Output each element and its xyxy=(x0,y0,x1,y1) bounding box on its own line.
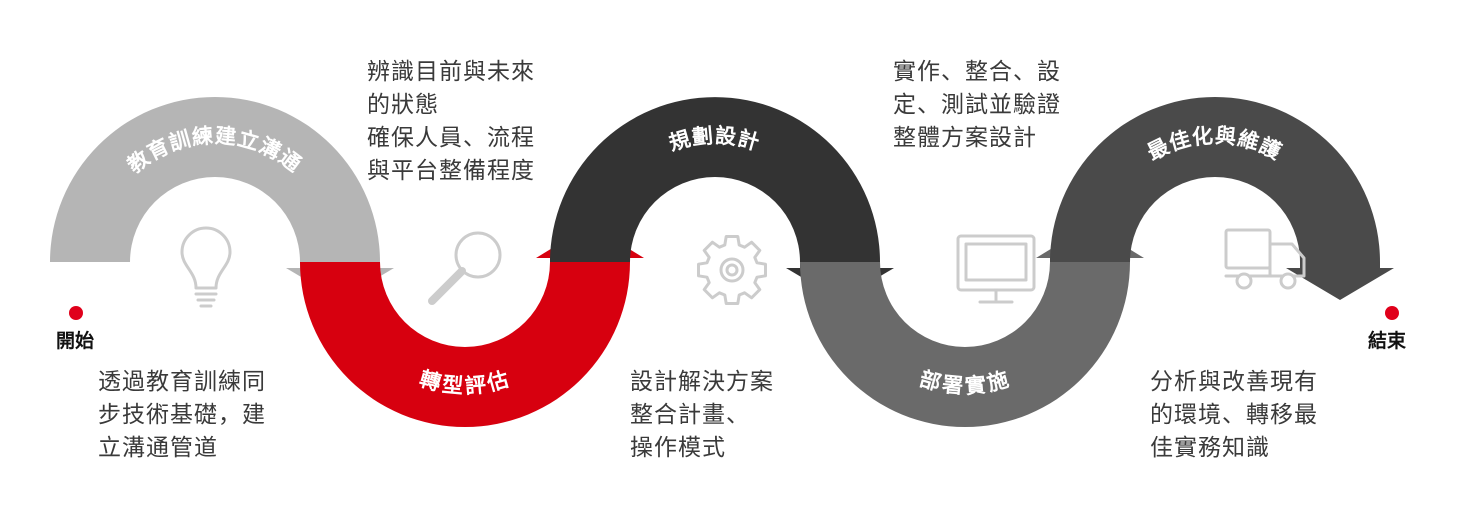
stage-1-description-line: 步技術基礎，建 xyxy=(98,402,266,428)
stage-1-band: 教育訓練建立溝通 xyxy=(50,97,394,300)
gear-icon xyxy=(697,235,767,305)
stage-5-description: 分析與改善現有 的環境、轉移最 佳實務知識 xyxy=(1150,366,1318,465)
stage-3-description: 設計解決方案 整合計畫、 操作模式 xyxy=(630,366,774,465)
stage-3-description-line: 整合計畫、 xyxy=(630,402,750,428)
stage-2-description: 辨識目前與未來 的狀態 確保人員、流程 與平台整備程度 xyxy=(367,56,535,188)
stage-4-description: 實作、整合、設 定、測試並驗證 整體方案設計 xyxy=(893,56,1061,155)
stage-2-band: 轉型評估 xyxy=(300,225,644,427)
end-label: 結束 xyxy=(1368,330,1407,352)
stage-4-description-line: 整體方案設計 xyxy=(893,125,1037,151)
stage-2-description-line: 的狀態 xyxy=(367,92,439,118)
stage-1-description-line: 立溝通管道 xyxy=(98,435,218,461)
stage-5-description-line: 的環境、轉移最 xyxy=(1150,402,1318,428)
stage-4-band: 部署實施 xyxy=(800,225,1144,427)
magnifier-icon xyxy=(428,231,502,305)
stage-2-description-line: 辨識目前與未來 xyxy=(367,59,535,85)
stage-2-description-line: 確保人員、流程 xyxy=(367,125,535,151)
monitor-icon xyxy=(956,234,1036,304)
start-dot xyxy=(69,306,83,320)
stage-2-description-line: 與平台整備程度 xyxy=(367,158,535,184)
stage-5-description-line: 佳實務知識 xyxy=(1150,435,1270,461)
stage-5-description-line: 分析與改善現有 xyxy=(1150,369,1318,395)
stage-4-description-line: 實作、整合、設 xyxy=(893,59,1061,85)
stage-3-band: 規劃設計 xyxy=(550,97,894,300)
stage-5-band: 最佳化與維護 xyxy=(1050,97,1394,300)
start-label: 開始 xyxy=(56,330,95,352)
lightbulb-icon xyxy=(180,226,232,308)
stage-4-description-line: 定、測試並驗證 xyxy=(893,92,1061,118)
stage-1-description-line: 透過教育訓練同 xyxy=(98,369,266,395)
stage-3-description-line: 操作模式 xyxy=(630,435,726,461)
end-dot xyxy=(1385,306,1399,320)
truck-icon xyxy=(1224,228,1306,290)
stage-1-description: 透過教育訓練同 步技術基礎，建 立溝通管道 xyxy=(98,366,266,465)
stage-3-description-line: 設計解決方案 xyxy=(630,369,774,395)
